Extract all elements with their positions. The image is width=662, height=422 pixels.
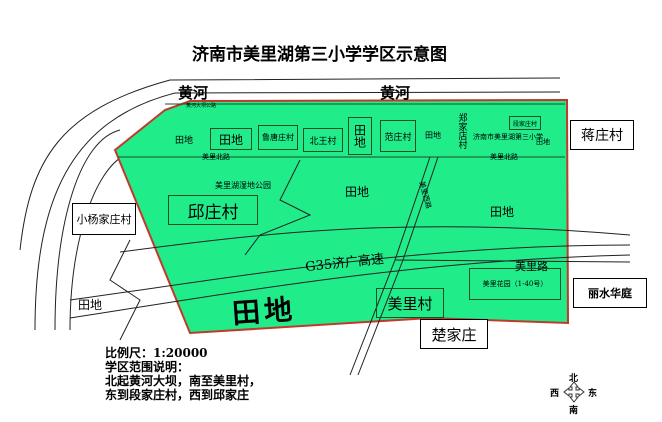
field-label: 田地 xyxy=(348,117,372,155)
road-meili xyxy=(394,259,631,263)
compass-west: 西 xyxy=(550,389,560,399)
district-zone xyxy=(113,98,570,335)
wetland-park-label: 美里湖湿地公园 xyxy=(215,181,271,190)
legend-line: 北起黄河大坝，南至美里村， xyxy=(105,374,262,388)
park-path xyxy=(244,159,312,256)
field-label: 田地 xyxy=(78,298,103,312)
compass-east: 东 xyxy=(588,389,598,399)
village-meili: 美里村 xyxy=(376,288,444,318)
highway-line-1 xyxy=(119,226,631,253)
field-label: 田地 xyxy=(425,131,441,140)
village-qiuzhuang: 邱庄村 xyxy=(168,195,258,225)
dam-road-label: 黄河大坝公路 xyxy=(186,103,217,109)
village-fanzhuang: 范庄村 xyxy=(380,120,416,152)
road-meili-west-2 xyxy=(357,156,439,376)
field-label: 田地 xyxy=(175,136,194,146)
field-label: 田地 xyxy=(490,205,515,219)
lishui-huating: 丽水华庭 xyxy=(573,278,647,308)
legend: 比例尺：1:20000 学区范围说明： 北起黄河大坝，南至美里村， 东到段家庄村… xyxy=(105,346,261,402)
village-beiwang: 北王村 xyxy=(303,128,343,152)
village-lutang: 鲁唐庄村 xyxy=(258,125,298,150)
road-label: 美里北路 xyxy=(202,153,230,161)
river-bank-inner xyxy=(34,91,561,331)
map-title: 济南市美里湖第三小学学区示意图 xyxy=(192,45,447,65)
river-bank-outer xyxy=(19,77,561,251)
school-label: 济南市美里湖第三小学 xyxy=(473,133,543,141)
field-label: 田地 xyxy=(536,138,550,146)
village-chujiazhuang: 楚家庄 xyxy=(420,319,488,349)
west-path xyxy=(109,239,141,341)
compass-icon xyxy=(563,381,585,403)
west-road xyxy=(54,129,121,331)
river-label: 黄河 xyxy=(380,84,411,102)
village-zhengjiadian: 郑家店村 xyxy=(456,113,467,149)
road-label: 美里路 xyxy=(515,260,548,273)
village-duanjiazhuang: 段家庄村 xyxy=(509,116,541,130)
village-jiangzhuang: 蒋庄村 xyxy=(570,120,634,150)
field-label: 田地 xyxy=(210,128,252,150)
village-xiaoyangjiazhuang: 小杨家庄村 xyxy=(72,203,136,235)
meili-garden: 美里花园（1-40号） xyxy=(469,268,561,300)
road-meili-west xyxy=(349,156,431,376)
road-label: 美里北路 xyxy=(490,153,518,161)
legend-heading: 学区范围说明： xyxy=(105,360,190,374)
field-label: 田地 xyxy=(345,185,370,199)
legend-line: 东到段家庄村，西到邱家庄 xyxy=(105,388,250,402)
highway-line-3 xyxy=(69,254,631,319)
river-label: 黄河 xyxy=(178,84,209,102)
compass-north: 北 xyxy=(569,374,579,384)
scale-text: 比例尺：1:20000 xyxy=(105,346,208,360)
field-label: 田地 xyxy=(231,292,298,331)
highway-line-2 xyxy=(69,244,631,301)
compass-south: 南 xyxy=(569,406,579,416)
